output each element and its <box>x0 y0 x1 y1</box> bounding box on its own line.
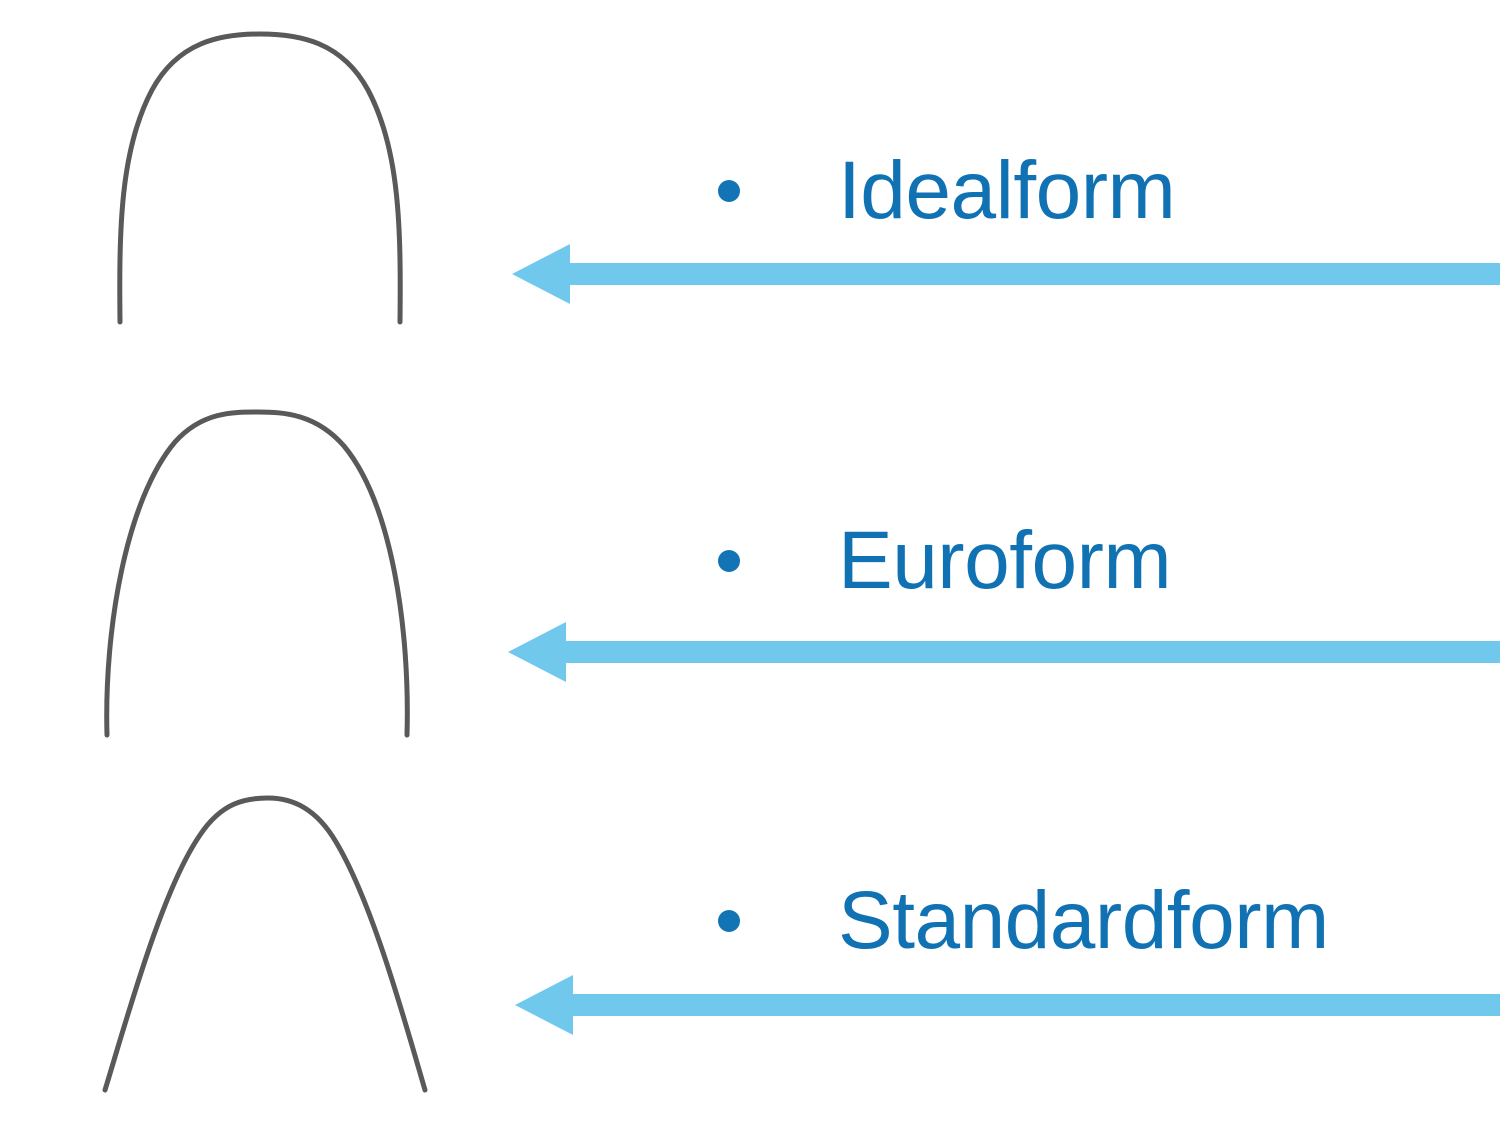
standardform-arch-figure <box>0 760 500 1105</box>
bullet-dot-icon <box>718 910 740 932</box>
arrow-idealform <box>512 242 1500 306</box>
label-euroform: Euroform <box>838 515 1172 606</box>
left-arrow-shape <box>512 244 1500 304</box>
bullet-dot-icon <box>718 550 740 572</box>
left-arrow-shape <box>515 975 1500 1035</box>
list-item-euroform: Euroform <box>718 515 1172 606</box>
euroform-arch-wire <box>104 409 410 738</box>
arrow-standardform <box>515 973 1500 1037</box>
left-arrow-icon <box>515 975 1500 1035</box>
idealform-arch-wire <box>117 31 403 325</box>
bullet-dot-icon <box>718 180 740 202</box>
idealform-arch-figure <box>0 0 500 345</box>
label-idealform: Idealform <box>838 145 1176 236</box>
idealform-arch-svg <box>117 31 403 325</box>
left-arrow-icon <box>512 244 1500 304</box>
arrow-euroform <box>508 620 1500 684</box>
left-arrow-shape <box>508 622 1500 682</box>
list-item-standardform: Standardform <box>718 880 1329 962</box>
standardform-arch-svg <box>102 795 428 1093</box>
label-standardform: Standardform <box>838 875 1329 966</box>
euroform-arch-figure <box>0 380 500 745</box>
standardform-arch-wire <box>102 795 428 1093</box>
euroform-arch-svg <box>104 409 410 738</box>
list-item-idealform: Idealform <box>718 145 1176 236</box>
left-arrow-icon <box>508 622 1500 682</box>
